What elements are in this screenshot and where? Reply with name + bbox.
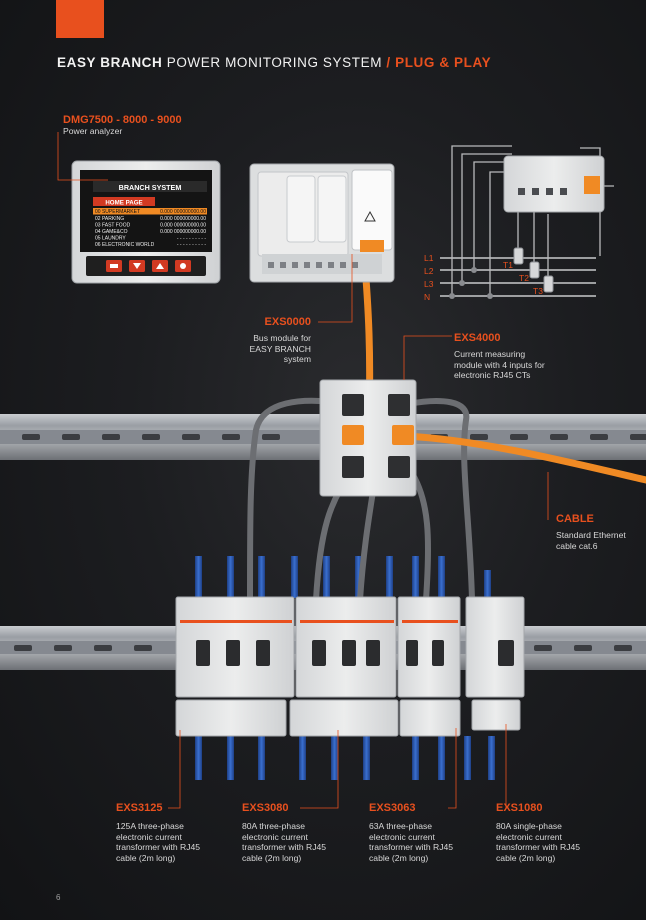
ct-label-t2: T2 [519,273,529,283]
callout-leader-lines [57,132,549,809]
power-analyzer-device: BRANCH SYSTEM HOME PAGE 00 SUPERMARKET 0… [71,160,221,284]
headline-subject: POWER MONITORING SYSTEM [162,55,387,70]
headline-brand: EASY BRANCH [57,55,163,70]
callout-exs0000: EXS0000 Bus module for EASY BRANCH syste… [210,316,311,365]
callout-cable: CABLE Standard Ethernet cable cat.6 [556,513,626,551]
ct-wiring-diagram: L1 L2 L3 N T1 T2 T3 [424,145,614,302]
exs4000-desc: Current measuring module with 4 inputs f… [454,349,545,381]
exs3063-title: EXS3063 [369,802,416,814]
screen-row-0: 00 SUPERMARKET [95,209,140,215]
circuit-breakers [175,596,525,698]
callout-exs3125: EXS3125 125A three-phase electronic curr… [116,802,200,863]
screen-row-2: 03 FAST FOOD [95,223,131,229]
page-headline: EASY BRANCH POWER MONITORING SYSTEM / PL… [57,55,491,70]
brand-corner-square [56,0,104,38]
screen-value-0: 0.000 000000000.00 [160,209,206,215]
screen-row-3: 04 GAME&CO [95,229,128,235]
exs4000-title: EXS4000 [454,332,501,344]
line-label-l3: L3 [424,279,434,289]
line-label-l1: L1 [424,253,434,263]
exs0000-title: EXS0000 [264,316,311,328]
exs3080-desc: 80A three-phase electronic current trans… [242,821,327,863]
headline-accent: / PLUG & PLAY [386,55,492,70]
exs0000-desc: Bus module for EASY BRANCH system [249,333,311,365]
screen-value-5: - - - - - - - - - - [177,242,206,248]
callout-analyzer: DMG7500 - 8000 - 9000 Power analyzer [63,114,182,137]
screen-row-1: 02 PARKING [95,216,124,222]
line-label-l2: L2 [424,266,434,276]
callout-exs1080: EXS1080 80A single-phase electronic curr… [496,802,580,863]
exs3080-title: EXS3080 [242,802,289,814]
screen-value-1: 0.000 000000000.00 [160,216,206,222]
callout-exs4000: EXS4000 Current measuring module with 4 … [454,332,545,381]
screen-value-3: 0.000 000000000.00 [160,229,206,235]
screen-header: BRANCH SYSTEM [119,183,182,192]
ct-label-t1: T1 [503,260,513,270]
analyzer-desc: Power analyzer [63,126,123,136]
ct-label-t3: T3 [533,286,543,296]
blue-conductor-cables [195,556,495,780]
cable-title: CABLE [556,513,594,525]
screen-value-2: 0.000 000000000.00 [160,223,206,229]
analyzer-title: DMG7500 - 8000 - 9000 [63,114,182,126]
line-label-n: N [424,292,430,302]
ct-transformer-modules [175,699,521,737]
exs1080-desc: 80A single-phase electronic current tran… [496,821,581,863]
exs4000-module [319,379,417,497]
screen-subheader: HOME PAGE [105,200,142,207]
page-number: 6 [56,893,61,902]
analyzer-rear-with-bus-module [249,163,395,283]
screen-row-4: 05 LAUNDRY [95,236,126,242]
exs3063-desc: 63A three-phase electronic current trans… [369,821,454,863]
exs1080-title: EXS1080 [496,802,543,814]
exs3125-title: EXS3125 [116,802,163,814]
callout-exs3080: EXS3080 80A three-phase electronic curre… [242,802,326,863]
exs3125-desc: 125A three-phase electronic current tran… [116,821,201,863]
screen-value-4: - - - - - - - - - - [177,236,206,242]
screen-row-5: 06 ELECTRONIC WORLD [95,242,155,248]
callout-exs3063: EXS3063 63A three-phase electronic curre… [369,802,453,863]
cable-desc: Standard Ethernet cable cat.6 [556,530,626,551]
